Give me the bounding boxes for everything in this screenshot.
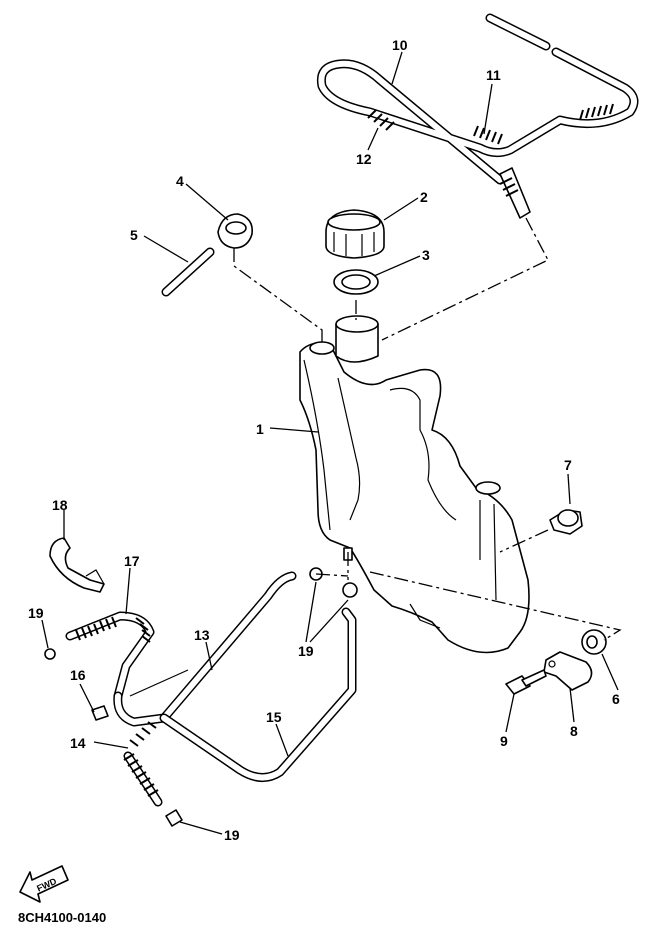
hose-clip-left [44,648,56,660]
callout-8: 8 [570,723,578,739]
hose-clip-upper [309,567,358,598]
reservoir-tank [299,315,530,654]
callout-18: 18 [52,497,68,513]
hose-17 [65,611,155,701]
hose-joint [91,705,109,721]
damper [581,629,607,655]
callout-15: 15 [266,709,282,725]
callout-9: 9 [500,733,508,749]
callout-2: 2 [420,189,428,205]
callout-6: 6 [612,691,620,707]
radiator-cap [325,209,385,259]
hose-14 [123,721,163,807]
callout-3: 3 [422,247,430,263]
callout-19-bottom: 19 [224,827,240,843]
fitting [217,213,254,249]
callout-4: 4 [176,173,184,189]
callout-19-center: 19 [298,643,314,659]
callout-17: 17 [124,553,140,569]
mount-bolt [505,669,547,695]
bracket [543,651,593,691]
callout-14: 14 [70,735,86,751]
fwd-arrow: FWD [19,865,69,903]
gasket [333,269,379,295]
callout-13: 13 [194,627,210,643]
assembly-lines [233,217,622,641]
callout-7: 7 [564,457,572,473]
leader-lines [41,51,619,835]
callout-19-left: 19 [28,605,44,621]
bolt [549,509,583,535]
callout-12: 12 [356,151,372,167]
callout-16: 16 [70,667,86,683]
callouts: 1 2 3 4 5 6 7 8 9 10 11 12 13 14 15 16 1… [28,37,620,843]
hose-clip-lower [165,809,183,827]
callout-5: 5 [130,227,138,243]
clamp [49,537,105,593]
callout-11: 11 [486,67,501,83]
hose-13 [113,571,297,727]
breather-hose [161,247,215,297]
overflow-hose [316,13,639,219]
hose-15 [159,607,357,782]
callout-1: 1 [256,421,264,437]
drawing-code: 8CH4100-0140 [18,910,106,925]
callout-10: 10 [392,37,408,53]
